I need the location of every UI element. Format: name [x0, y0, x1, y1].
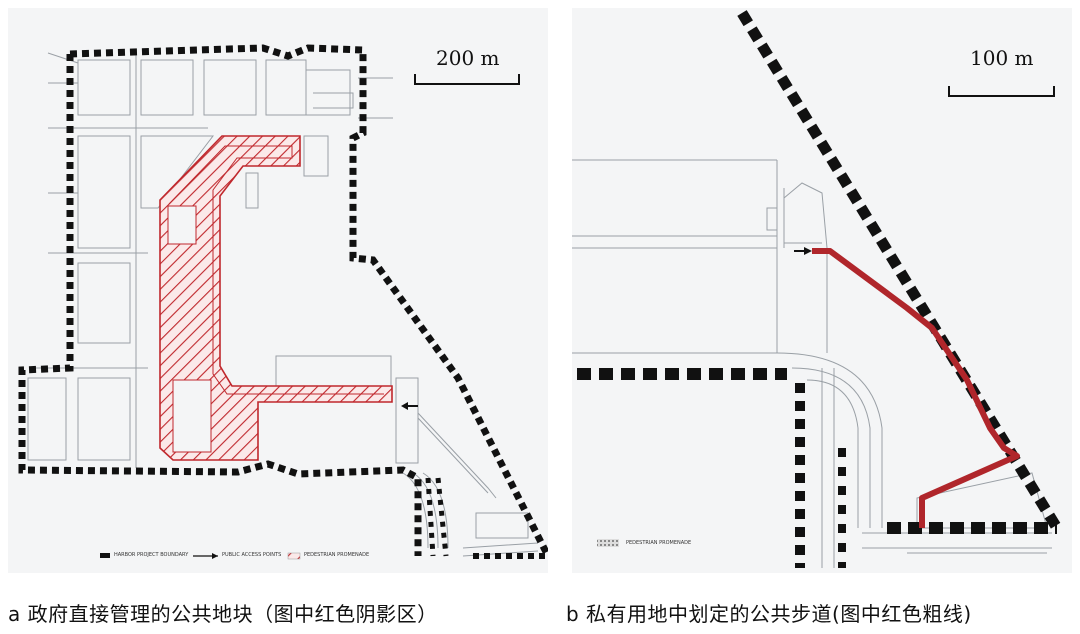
legend-symbols-a	[100, 552, 301, 560]
harbor-project-boundary	[18, 44, 548, 559]
government-managed-public-area	[159, 135, 393, 461]
map-panel-a: 200 m HARBOR PROJECT BOUNDARY PUBLIC ACC…	[8, 8, 548, 573]
site-plan-b	[572, 10, 1062, 568]
legend-promenade-swatch	[597, 539, 619, 547]
caption-b: b 私有用地中划定的公共步道(图中红色粗线)	[566, 602, 972, 626]
street-grid	[27, 52, 539, 557]
street-lines-b	[572, 159, 1052, 568]
legend-promenade-label-b: PEDESTRIAN PROMENADE	[626, 540, 692, 546]
legend-boundary-label: HARBOR PROJECT BOUNDARY	[114, 552, 189, 558]
map-panel-b: 100 m PEDESTRIAN PROMENADE	[572, 8, 1072, 573]
harbor-project-boundary-b	[577, 10, 1062, 568]
site-plan-a	[18, 44, 548, 560]
scale-bar-b	[948, 86, 1055, 97]
scale-bar-a	[414, 74, 520, 85]
scale-label-a: 200 m	[436, 46, 500, 70]
caption-a: a 政府直接管理的公共地块（图中红色阴影区）	[8, 602, 438, 626]
scale-label-b: 100 m	[970, 46, 1034, 70]
legend-promenade-label: PEDESTRIAN PROMENADE	[304, 552, 370, 558]
public-walkway-red-line	[812, 248, 1020, 528]
legend-access-label: PUBLIC ACCESS POINTS	[222, 552, 282, 558]
